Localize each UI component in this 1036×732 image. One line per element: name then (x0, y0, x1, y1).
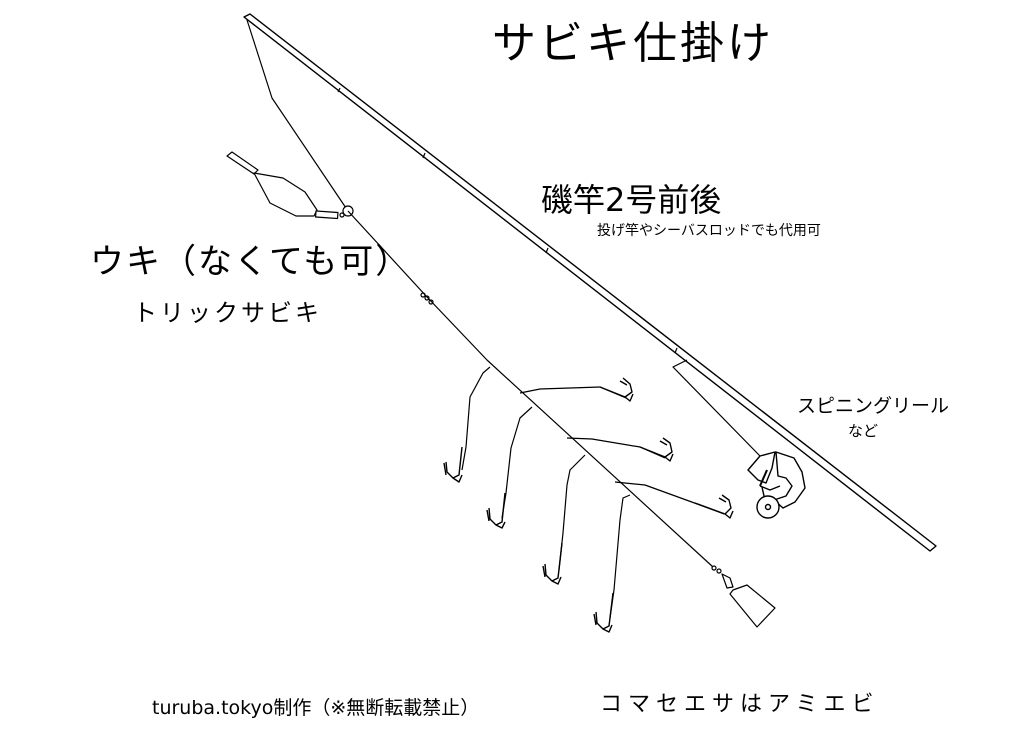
rod-label: 磯竿2号前後 (541, 181, 722, 219)
credit-text: turuba.tokyo制作（※無断転載禁止） (152, 697, 480, 719)
reel-note: など (848, 422, 879, 440)
hook-icon (443, 446, 614, 633)
hook-icon (599, 377, 734, 519)
reel-label: スピニングリール (797, 395, 950, 417)
main-line (246, 19, 349, 212)
bait-note: コマセエサはアミエビ (600, 692, 880, 717)
float-icon (226, 151, 354, 220)
sinker-icon (711, 565, 776, 628)
fishing-rod (243, 13, 937, 552)
dropper-branches (461, 366, 725, 619)
sabiki-main-line (347, 210, 714, 568)
reel-line (672, 359, 761, 457)
float-label: ウキ（なくても可） (90, 242, 412, 282)
swivel-beads (420, 292, 434, 305)
page-title: サビキ仕掛け (492, 18, 774, 69)
rod-note: 投げ竿やシーバスロッドでも代用可 (597, 223, 821, 239)
rig-label: トリックサビキ (133, 299, 322, 327)
spinning-reel-icon (747, 451, 806, 519)
